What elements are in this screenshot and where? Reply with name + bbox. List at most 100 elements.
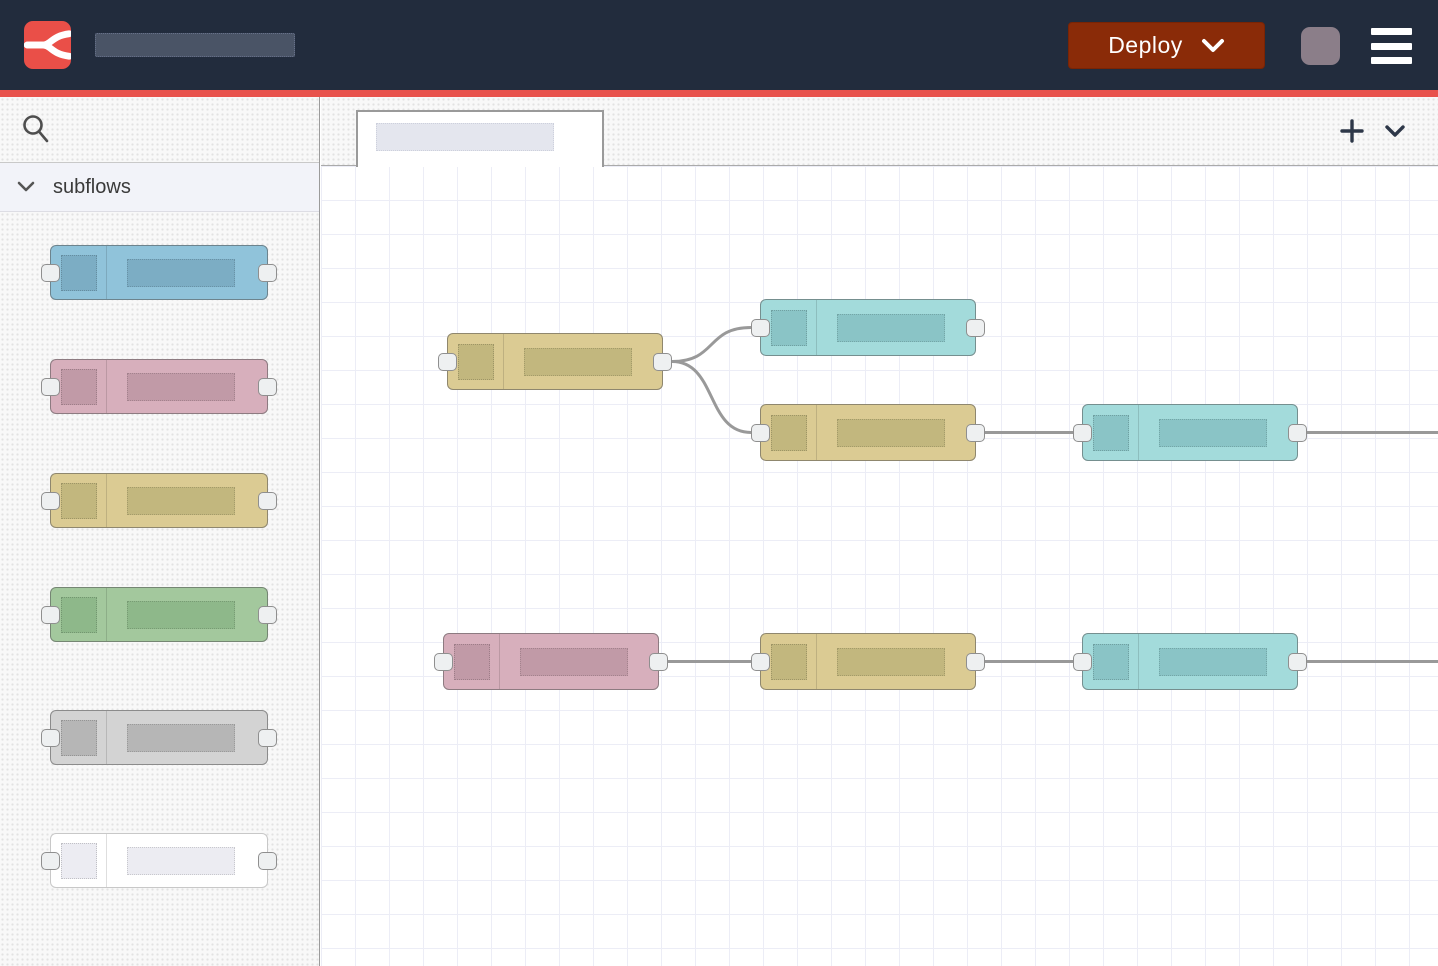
redacted-tab-label — [376, 123, 554, 151]
redacted-node-label — [837, 418, 945, 447]
node-icon-region — [51, 588, 107, 641]
palette-search-row — [0, 97, 319, 163]
redacted-node-icon — [61, 596, 97, 633]
palette-node-list — [0, 212, 319, 966]
redacted-node-label — [524, 347, 632, 376]
node-input-port[interactable] — [1073, 423, 1092, 442]
flow-node-tan-c[interactable] — [751, 404, 985, 461]
node-output-port[interactable] — [258, 263, 277, 282]
palette-sidebar: subflows — [0, 97, 320, 966]
redacted-node-icon — [1093, 414, 1129, 451]
node-icon-region — [51, 246, 107, 299]
redacted-node-label — [127, 846, 235, 875]
flow-list-chevron-icon[interactable] — [1383, 119, 1407, 143]
flow-node-tan-a[interactable] — [438, 333, 672, 390]
node-input-port[interactable] — [41, 377, 60, 396]
node-output-port[interactable] — [966, 423, 985, 442]
user-avatar[interactable] — [1301, 27, 1340, 65]
node-icon-region — [51, 711, 107, 764]
node-input-port[interactable] — [751, 318, 770, 337]
redacted-node-label — [127, 600, 235, 629]
redacted-node-label — [520, 647, 628, 676]
menu-bar — [1371, 57, 1412, 64]
redacted-node-label — [1159, 418, 1267, 447]
node-output-port[interactable] — [966, 652, 985, 671]
redacted-node-icon — [771, 643, 807, 680]
node-output-port[interactable] — [258, 605, 277, 624]
node-icon-region — [1083, 634, 1139, 689]
node-output-port[interactable] — [1288, 423, 1307, 442]
wire[interactable] — [671, 326, 752, 363]
redacted-node-icon — [771, 309, 807, 346]
node-input-port[interactable] — [41, 605, 60, 624]
node-input-port[interactable] — [751, 423, 770, 442]
node-output-port[interactable] — [649, 652, 668, 671]
palette-node-green[interactable] — [41, 587, 277, 642]
node-icon-region — [51, 834, 107, 887]
search-icon[interactable] — [21, 114, 51, 146]
redacted-node-label — [127, 258, 235, 287]
redacted-node-icon — [61, 254, 97, 291]
node-output-port[interactable] — [966, 318, 985, 337]
flow-node-cyan-g[interactable] — [1073, 633, 1307, 690]
redacted-node-label — [837, 313, 945, 342]
node-input-port[interactable] — [41, 851, 60, 870]
wire[interactable] — [671, 360, 752, 434]
active-flow-tab[interactable] — [356, 110, 604, 167]
node-input-port[interactable] — [41, 728, 60, 747]
palette-node-pink[interactable] — [41, 359, 277, 414]
node-input-port[interactable] — [434, 652, 453, 671]
node-output-port[interactable] — [258, 491, 277, 510]
palette-node-gray[interactable] — [41, 710, 277, 765]
node-input-port[interactable] — [751, 652, 770, 671]
redacted-node-icon — [454, 643, 490, 680]
deploy-button[interactable]: Deploy — [1068, 22, 1265, 69]
redacted-node-label — [837, 647, 945, 676]
redacted-node-label — [127, 723, 235, 752]
node-output-port[interactable] — [258, 728, 277, 747]
node-icon-region — [444, 634, 500, 689]
flow-canvas[interactable] — [321, 166, 1438, 966]
node-output-port[interactable] — [1288, 652, 1307, 671]
node-output-port[interactable] — [258, 377, 277, 396]
redacted-title-bar — [95, 33, 295, 57]
flow-tab-bar — [321, 97, 1438, 167]
flow-node-tan-f[interactable] — [751, 633, 985, 690]
redacted-node-icon — [458, 343, 494, 380]
node-icon-region — [51, 360, 107, 413]
deploy-button-label: Deploy — [1108, 32, 1183, 58]
flow-node-cyan-b[interactable] — [751, 299, 985, 356]
node-output-port[interactable] — [653, 352, 672, 371]
redacted-node-icon — [61, 368, 97, 405]
palette-section-label: subflows — [53, 175, 131, 198]
fork-icon — [24, 30, 71, 60]
node-icon-region — [761, 634, 817, 689]
node-icon-region — [1083, 405, 1139, 460]
flow-node-cyan-d[interactable] — [1073, 404, 1307, 461]
redacted-node-icon — [1093, 643, 1129, 680]
node-input-port[interactable] — [1073, 652, 1092, 671]
palette-section-subflows[interactable]: subflows — [0, 163, 319, 212]
redacted-node-label — [127, 372, 235, 401]
node-input-port[interactable] — [438, 352, 457, 371]
redacted-node-icon — [61, 482, 97, 519]
palette-node-blue[interactable] — [41, 245, 277, 300]
header-accent-stripe — [0, 90, 1438, 97]
node-input-port[interactable] — [41, 263, 60, 282]
add-flow-icon[interactable] — [1340, 119, 1364, 143]
node-icon-region — [761, 300, 817, 355]
app-header: Deploy — [0, 0, 1438, 90]
menu-icon[interactable] — [1371, 28, 1412, 64]
node-red-logo — [24, 21, 71, 69]
node-output-port[interactable] — [258, 851, 277, 870]
wire-layer — [667, 326, 1438, 663]
redacted-node-icon — [61, 719, 97, 756]
node-icon-region — [448, 334, 504, 389]
chevron-down-icon — [1201, 38, 1224, 52]
palette-node-tan[interactable] — [41, 473, 277, 528]
node-icon-region — [51, 474, 107, 527]
flow-node-pink-e[interactable] — [434, 633, 668, 690]
palette-node-white[interactable] — [41, 833, 277, 888]
node-input-port[interactable] — [41, 491, 60, 510]
